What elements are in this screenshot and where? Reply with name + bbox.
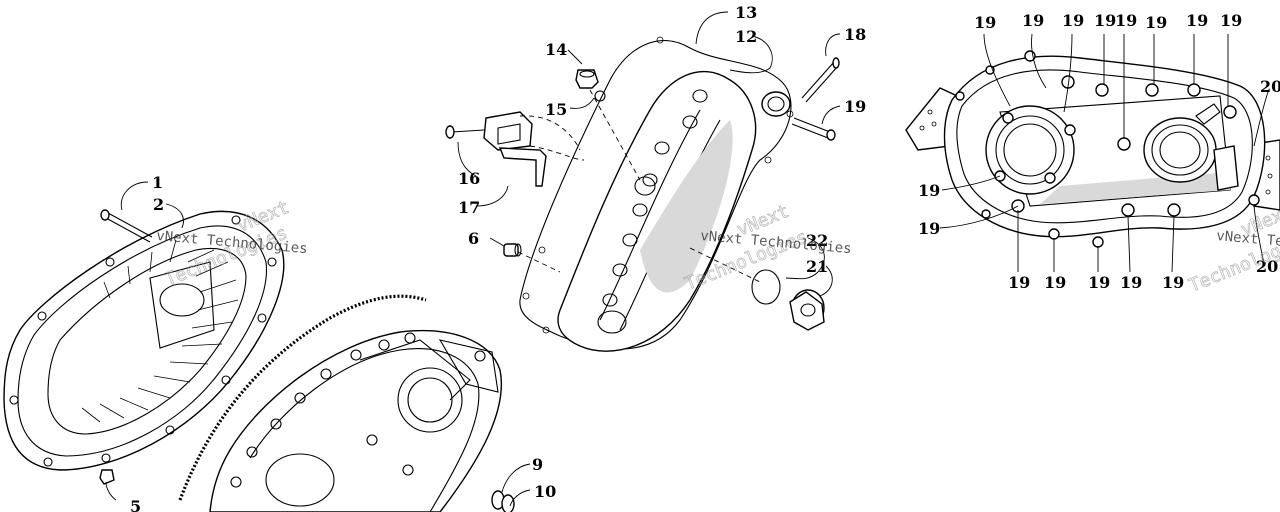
dowel-6 bbox=[489, 237, 561, 273]
callout-16: 16 bbox=[458, 169, 480, 188]
callout-10: 10 bbox=[534, 482, 556, 501]
drive-belt bbox=[178, 294, 427, 501]
callout-20-top: 20 bbox=[1260, 77, 1280, 96]
callout-19-h: 19 bbox=[1220, 11, 1242, 30]
transmission-cover bbox=[905, 50, 1280, 248]
pin-18 bbox=[801, 57, 840, 103]
gear-case-cover bbox=[519, 36, 794, 352]
callout-19-n: 19 bbox=[1120, 273, 1142, 292]
leader-lines bbox=[105, 11, 1269, 507]
bushing-10 bbox=[501, 494, 515, 512]
callout-17: 17 bbox=[458, 198, 480, 217]
callout-15: 15 bbox=[545, 100, 567, 119]
callout-14: 14 bbox=[545, 40, 567, 59]
callout-19-i: 19 bbox=[918, 181, 940, 200]
callout-19-l: 19 bbox=[1044, 273, 1066, 292]
callout-18: 18 bbox=[844, 25, 866, 44]
callout-1: 1 bbox=[152, 173, 163, 192]
callout-21: 21 bbox=[806, 257, 828, 276]
callout-labels: 1 2 5 6 9 10 12 13 14 15 16 17 18 19 22 … bbox=[130, 3, 1280, 512]
callout-19-j: 19 bbox=[918, 219, 940, 238]
bolt-1 bbox=[100, 209, 153, 243]
callout-6: 6 bbox=[468, 229, 479, 248]
callout-19-m: 19 bbox=[1088, 273, 1110, 292]
oring-15 bbox=[594, 90, 606, 102]
callout-2: 2 bbox=[153, 195, 164, 214]
inner-clutch-housing bbox=[209, 329, 502, 512]
callout-22: 22 bbox=[806, 231, 828, 250]
callout-19-c: 19 bbox=[1062, 11, 1084, 30]
callout-19-e: 19 bbox=[1115, 11, 1137, 30]
callout-12: 12 bbox=[735, 27, 757, 46]
callout-19-k: 19 bbox=[1008, 273, 1030, 292]
callout-9: 9 bbox=[532, 455, 543, 474]
callout-19-o: 19 bbox=[1162, 273, 1184, 292]
callout-5: 5 bbox=[130, 497, 141, 512]
callout-19-a: 19 bbox=[974, 13, 996, 32]
plug-14 bbox=[567, 49, 641, 181]
callout-20-bottom: 20 bbox=[1256, 257, 1278, 276]
seal-cap-21-22 bbox=[689, 247, 825, 331]
callout-13: 13 bbox=[735, 3, 757, 22]
bolt-19 bbox=[791, 117, 836, 141]
callout-19-bolt: 19 bbox=[844, 97, 866, 116]
callout-19-g: 19 bbox=[1186, 11, 1208, 30]
callout-19-f: 19 bbox=[1145, 13, 1167, 32]
outer-clutch-cover bbox=[3, 209, 285, 485]
sensor-16-17 bbox=[445, 111, 585, 187]
callout-19-b: 19 bbox=[1022, 11, 1044, 30]
callout-19-d: 19 bbox=[1094, 11, 1116, 30]
